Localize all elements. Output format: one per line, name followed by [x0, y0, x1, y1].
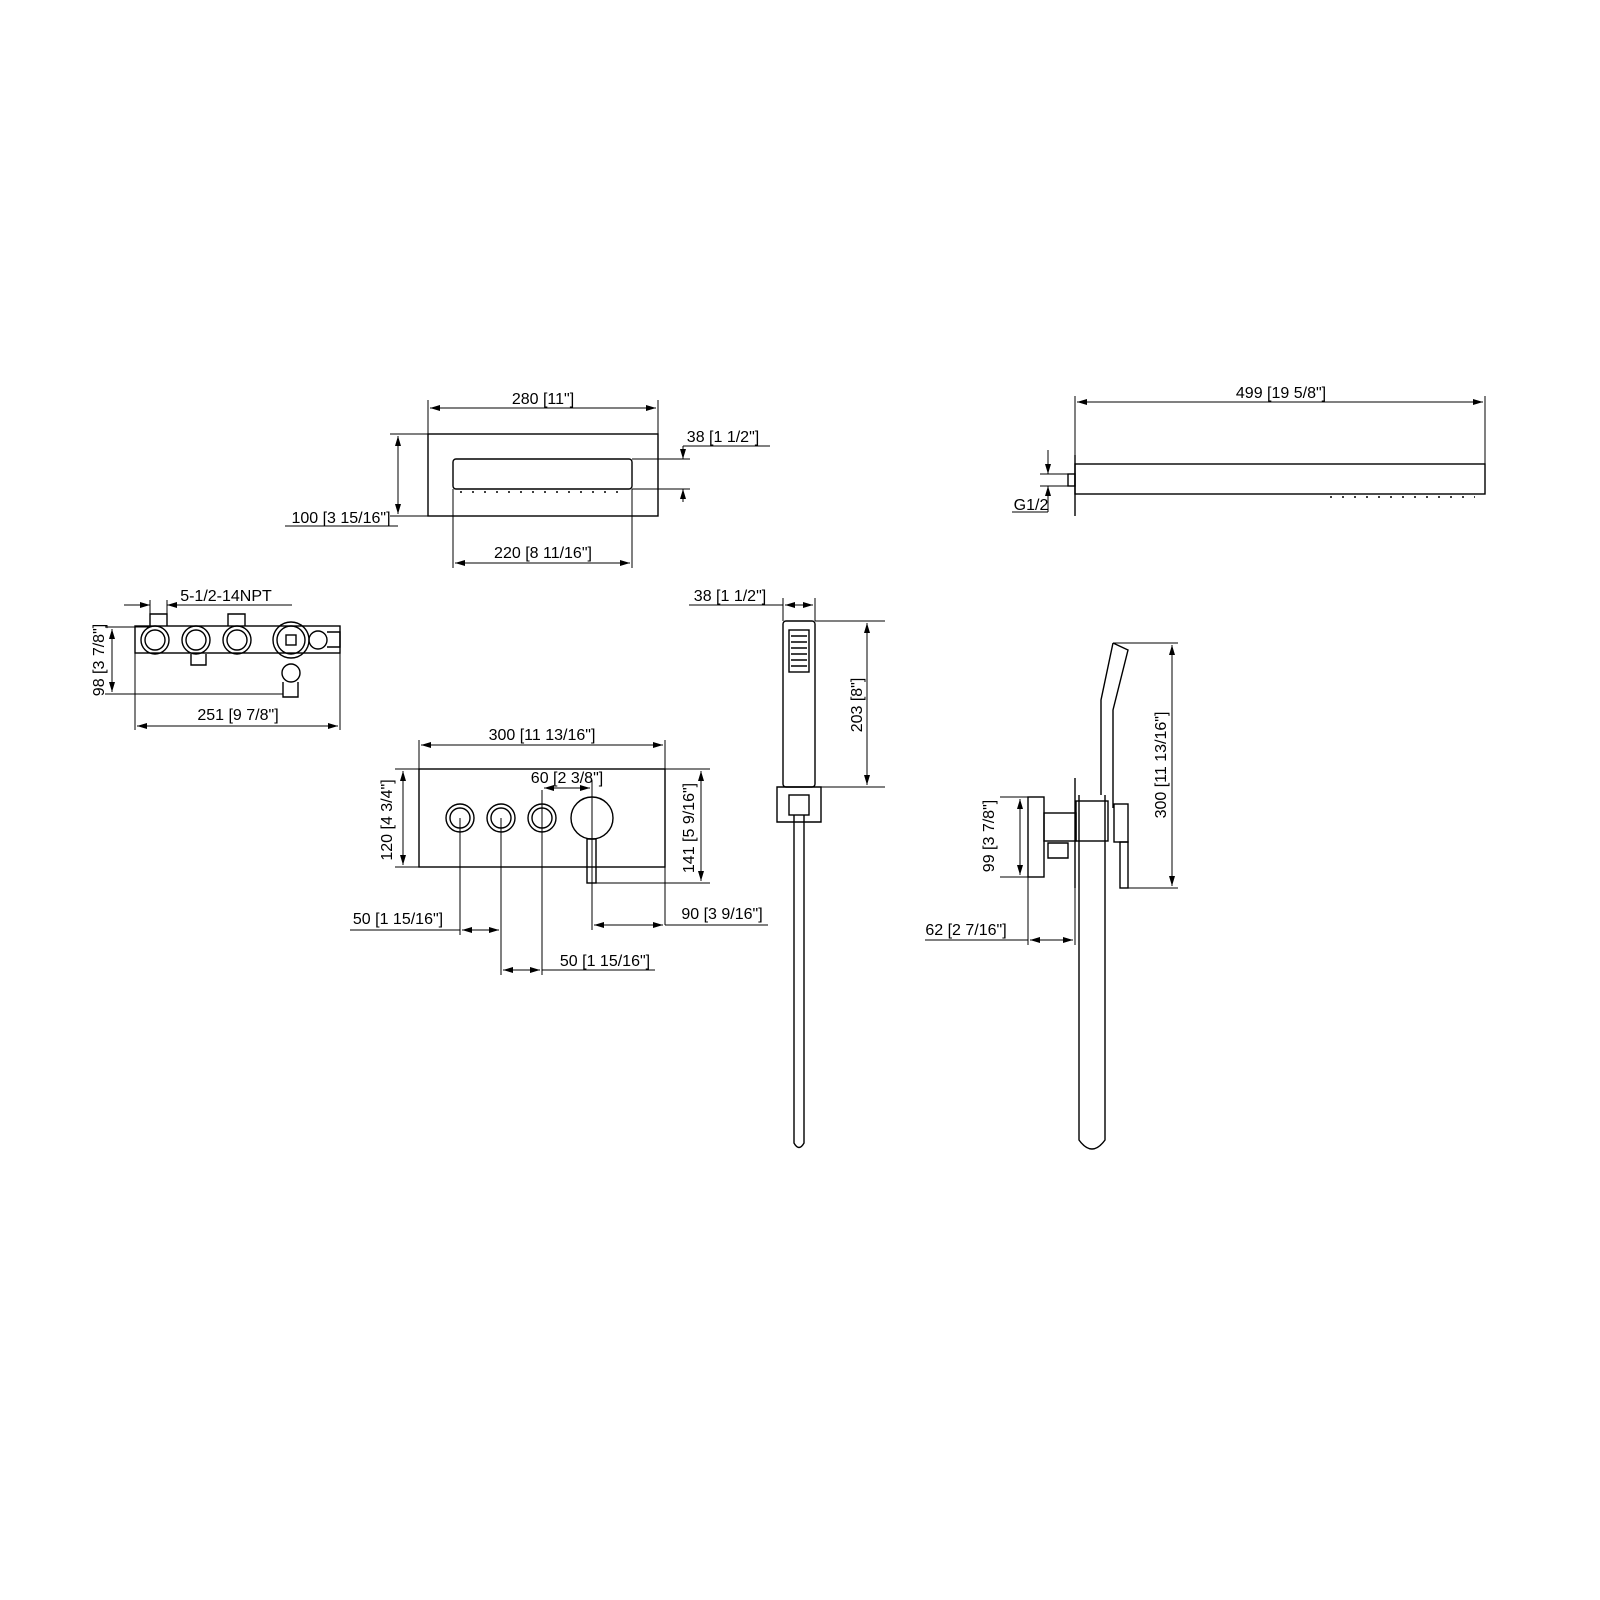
hand-shower-length-label: 203 [8"]	[849, 678, 866, 733]
valve-width-label: 251 [9 7/8"]	[197, 707, 278, 724]
handle-spacing-label: 60 [2 3/8"]	[531, 770, 603, 787]
rain-head-inner-width-label: 220 [8 11/16"]	[494, 545, 592, 562]
hand-shower-height-label: 300 [11 13/16"]	[1153, 712, 1170, 819]
button-spacing-label-1: 50 [1 15/16"]	[353, 911, 443, 928]
button-spacing-label-2: 50 [1 15/16"]	[560, 953, 650, 970]
rain-head-arm-label: 38 [1 1/2"]	[687, 429, 759, 446]
valve-thread-label: 5-1/2-14NPT	[180, 588, 272, 605]
valve-height-label: 98 [3 7/8"]	[91, 624, 108, 696]
hand-shower-front-view	[689, 598, 885, 1149]
rain-head-plan-view	[285, 400, 770, 568]
hand-shower-side-view	[925, 642, 1178, 1150]
rain-head-width-label: 280 [11"]	[512, 391, 574, 408]
hand-shower-width-label: 38 [1 1/2"]	[694, 588, 766, 605]
trim-height-label: 120 [4 3/4"]	[379, 779, 396, 860]
valve-body-view	[105, 600, 341, 730]
trim-plate-view	[350, 740, 768, 975]
rain-head-length-label: 499 [19 5/8"]	[1236, 385, 1326, 402]
side-depth-label: 62 [2 7/16"]	[925, 922, 1006, 939]
trim-width-label: 300 [11 13/16"]	[489, 727, 596, 744]
handle-offset-label: 90 [3 9/16"]	[681, 906, 762, 923]
rain-head-side-view	[1012, 396, 1486, 516]
rain-head-depth-label: 100 [3 15/16"]	[291, 510, 390, 527]
rain-head-thread-label: G1/2	[1014, 497, 1049, 514]
side-valve-height-label: 99 [3 7/8"]	[981, 800, 998, 872]
trim-total-height-label: 141 [5 9/16"]	[681, 783, 698, 873]
